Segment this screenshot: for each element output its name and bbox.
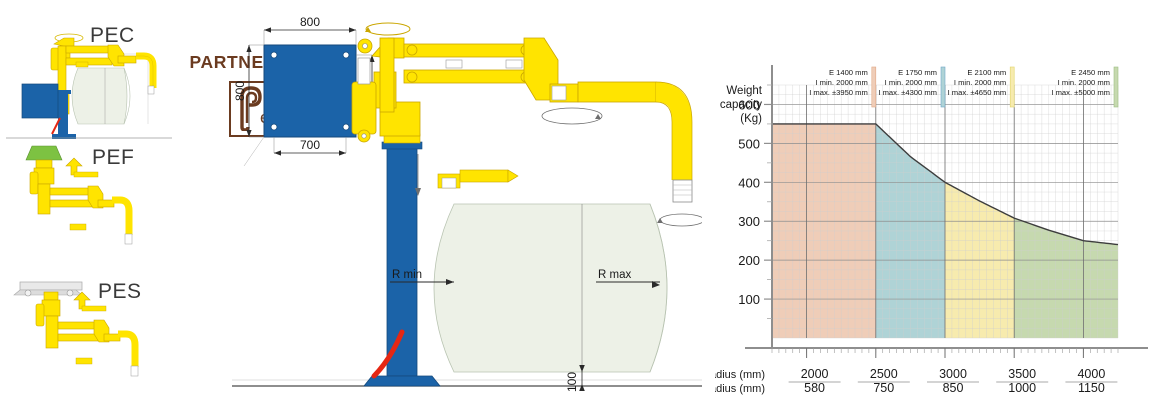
variant-label-pes: PES	[98, 280, 142, 303]
y-axis-title-line2: capacity	[720, 99, 762, 111]
variant-thumbnail-pes[interactable]: PES	[0, 266, 178, 390]
band-swatch-0	[871, 66, 877, 108]
band-label-1-line2: I max. ±4300 mm	[878, 88, 937, 97]
stylized-p-icon	[240, 86, 262, 132]
label-r-max: R max	[598, 269, 631, 281]
power-cable	[371, 329, 405, 379]
manipulator-assembly	[351, 22, 705, 387]
band-label-0-line0: E 1400 mm	[829, 68, 868, 77]
band-label-2-line1: I min. 2000 mm	[954, 78, 1006, 87]
table-row-label: Min radius (mm)	[715, 383, 765, 395]
main-assembly-drawing: 800 800 700 700	[232, 14, 705, 402]
table-cell: 2500	[870, 367, 898, 381]
column-mounted-manipulator-icon	[6, 33, 172, 139]
table-row-label: Max radius (mm)	[715, 369, 765, 381]
band-swatch-3	[1113, 66, 1119, 108]
chart-axes	[745, 65, 1148, 358]
chart-band-labels: E 1400 mmI min. 2000 mmI max. ±3950 mmE …	[809, 66, 1119, 108]
variant-thumbnail-pef[interactable]: PEF	[0, 142, 178, 266]
band-label-1-line0: E 1750 mm	[898, 68, 937, 77]
y-tick-label: 200	[738, 253, 760, 268]
y-tick-label: 500	[738, 136, 760, 151]
band-label-2-line0: E 2100 mm	[967, 68, 1006, 77]
upper-arm-link	[403, 43, 533, 58]
capacity-curve-line	[772, 123, 1119, 246]
dim-base-plate-left: 800	[233, 81, 247, 101]
variant-label-pef: PEF	[92, 146, 134, 169]
y-axis-title-line1: Weight	[726, 85, 762, 97]
band-label-0-line2: I max. ±3950 mm	[809, 88, 868, 97]
band-label-3-line2: I max. ±5000 mm	[1051, 88, 1110, 97]
band-swatch-2	[1009, 66, 1015, 108]
ground-clearance-dim: 100	[565, 365, 585, 392]
lower-arm-link	[403, 69, 533, 84]
dim-base-plate-top: 800	[300, 15, 320, 29]
band-label-3-line1: I min. 2000 mm	[1058, 78, 1110, 87]
ceiling-rail-manipulator-icon	[13, 281, 139, 377]
table-cell: 1000	[1008, 381, 1036, 395]
blue-column	[386, 147, 418, 377]
band-label-2-line2: I max. ±4650 mm	[948, 88, 1007, 97]
y-tick-label: 100	[738, 292, 760, 307]
y-tick-label: 400	[738, 175, 760, 190]
reach-envelope	[433, 203, 668, 373]
radius-annotations: R min R max	[390, 269, 660, 288]
band-label-1-line1: I min. 2000 mm	[885, 78, 937, 87]
control-handle-detail	[415, 154, 519, 196]
y-tick-label: 300	[738, 214, 760, 229]
tool-interface	[672, 179, 693, 203]
table-cell: 750	[873, 381, 894, 395]
chart-radius-table: Max radius (mm) 2000 2500 3000 3500 4000Min r…	[715, 367, 1118, 395]
y-tick-label: 600	[738, 97, 760, 112]
chart-y-tick-labels: 100 200 300 400 500 600	[738, 84, 772, 319]
table-cell: 3500	[1008, 367, 1036, 381]
band-label-0-line1: I min. 2000 mm	[815, 78, 867, 87]
ceiling-flange-manipulator-icon	[25, 145, 133, 245]
variant-thumbnail-pec[interactable]: PEC	[0, 18, 178, 142]
y-axis-title-line3: (Kg)	[740, 113, 762, 125]
dim-bolt-span-bottom: 700	[300, 138, 320, 152]
table-cell: 850	[943, 381, 964, 395]
dim-ground-clearance: 100	[565, 372, 579, 392]
capacity-curve	[772, 123, 1119, 246]
vertical-boom	[655, 82, 692, 180]
outer-boom	[577, 81, 657, 103]
table-cell: 3000	[939, 367, 967, 381]
column-base	[363, 375, 441, 387]
variant-thumbnail-column: PEC	[0, 18, 178, 390]
base-plate-detail: 800 800 700 700	[233, 15, 375, 167]
chart-band-3	[1014, 218, 1118, 338]
table-cell: 1150	[1078, 381, 1105, 395]
variant-label-pec: PEC	[90, 24, 135, 47]
cylinder	[351, 81, 377, 135]
band-label-3-line0: E 2450 mm	[1071, 68, 1110, 77]
label-r-min: R min	[392, 269, 422, 281]
table-cell: 580	[804, 381, 825, 395]
band-swatch-1	[940, 66, 946, 108]
table-cell: 4000	[1077, 367, 1105, 381]
table-cell: 2000	[801, 367, 829, 381]
